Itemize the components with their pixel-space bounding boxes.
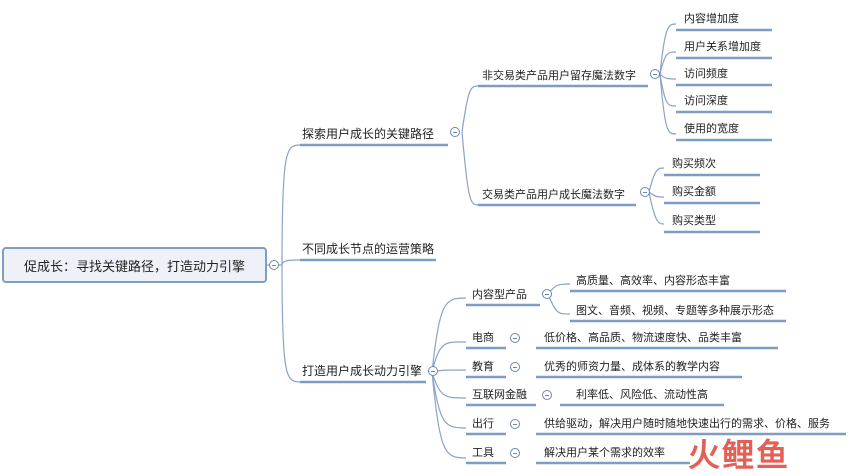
leaf-purchase-frequency[interactable]: 购买频次 [672,157,716,170]
collapse-icon[interactable] [450,127,460,137]
leaf-travel[interactable]: 供给驱动，解决用户随时随地快速出行的需求、价格、服务 [544,417,830,430]
branch-explore-key-path[interactable]: 探索用户成长的关键路径 [302,127,435,141]
leaf-usage-breadth[interactable]: 使用的宽度 [684,122,739,135]
leaf-ecommerce[interactable]: 低价格、高品质、物流速度快、品类丰富 [544,331,742,344]
leaf-content-quality[interactable]: 高质量、高效率、内容形态丰富 [576,274,730,287]
leaf-finance[interactable]: 利率低、风险低、流动性高 [576,388,708,401]
leaf-content-increase[interactable]: 内容增加度 [684,12,739,25]
node-tools[interactable]: 工具 [472,446,494,459]
root-node[interactable]: 促成长：寻找关键路径，打造动力引擎 [2,247,267,283]
leaf-education[interactable]: 优秀的师资力量、成体系的教学内容 [544,360,720,373]
collapse-icon[interactable] [640,187,650,197]
leaf-purchase-amount[interactable]: 购买金额 [672,185,716,198]
collapse-icon[interactable] [542,289,552,299]
watermark-logo: 火鲤鱼 [688,430,790,476]
watermark-text: 火鲤鱼 [688,436,791,474]
node-ecommerce[interactable]: 电商 [472,331,494,344]
leaf-content-formats[interactable]: 图文、音频、视频、专题等多种展示形态 [576,304,774,317]
branch-growth-engine[interactable]: 打造用户成长动力引擎 [302,364,423,378]
collapse-icon[interactable] [428,366,438,376]
root-label: 促成长：寻找关键路径，打造动力引擎 [23,259,245,275]
branch-node-strategy[interactable]: 不同成长节点的运营策略 [302,242,435,256]
collapse-icon[interactable] [510,448,520,458]
leaf-relation-increase[interactable]: 用户关系增加度 [684,40,761,53]
leaf-visit-depth[interactable]: 访问深度 [684,94,728,107]
collapse-icon[interactable] [510,362,520,372]
node-trade-magic-number[interactable]: 交易类产品用户成长魔法数字 [482,188,625,201]
leaf-purchase-type[interactable]: 购买类型 [672,214,716,227]
collapse-icon[interactable] [510,333,520,343]
collapse-icon[interactable] [269,260,279,270]
collapse-icon[interactable] [650,69,660,79]
node-content-product[interactable]: 内容型产品 [472,288,527,301]
node-education[interactable]: 教育 [472,360,494,373]
collapse-icon[interactable] [542,390,552,400]
collapse-icon[interactable] [510,419,520,429]
node-nontrade-magic-number[interactable]: 非交易类产品用户留存魔法数字 [482,69,636,82]
leaf-visit-frequency[interactable]: 访问频度 [684,67,728,80]
node-internet-finance[interactable]: 互联网金融 [472,388,527,401]
leaf-tools[interactable]: 解决用户某个需求的效率 [544,446,665,459]
node-travel[interactable]: 出行 [472,417,494,430]
